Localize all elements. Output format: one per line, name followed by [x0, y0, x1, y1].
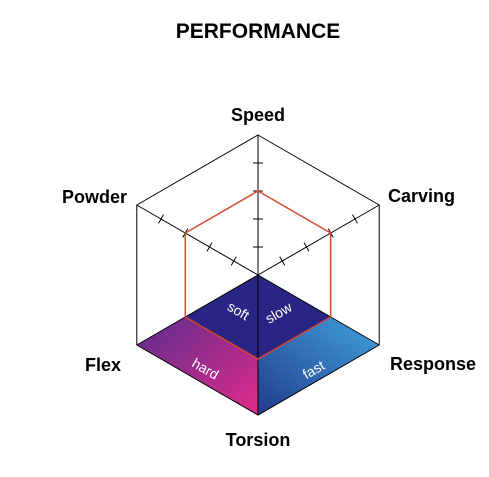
spoke-flex [136, 274, 259, 346]
spoke-response [257, 274, 380, 346]
tick-carving-1 [279, 256, 286, 266]
tick-powder-2 [206, 242, 213, 252]
axis-spokes [136, 135, 380, 415]
axis-label-torsion: Torsion [226, 430, 291, 450]
value-polygon [184, 190, 332, 360]
axis-label-flex: Flex [85, 355, 121, 375]
axis-label-response: Response [390, 354, 476, 374]
chart-title: PERFORMANCE [176, 20, 341, 43]
tick-carving-4 [352, 214, 358, 224]
tick-powder-1 [230, 256, 237, 266]
spoke-carving [257, 204, 380, 276]
tick-carving-2 [303, 242, 310, 252]
axis-label-powder: Powder [62, 187, 127, 207]
spoke-powder [136, 204, 259, 276]
axis-ticks [158, 162, 358, 266]
axis-label-carving: Carving [388, 186, 455, 206]
axis-label-speed: Speed [231, 105, 285, 125]
tick-powder-4 [158, 214, 164, 224]
